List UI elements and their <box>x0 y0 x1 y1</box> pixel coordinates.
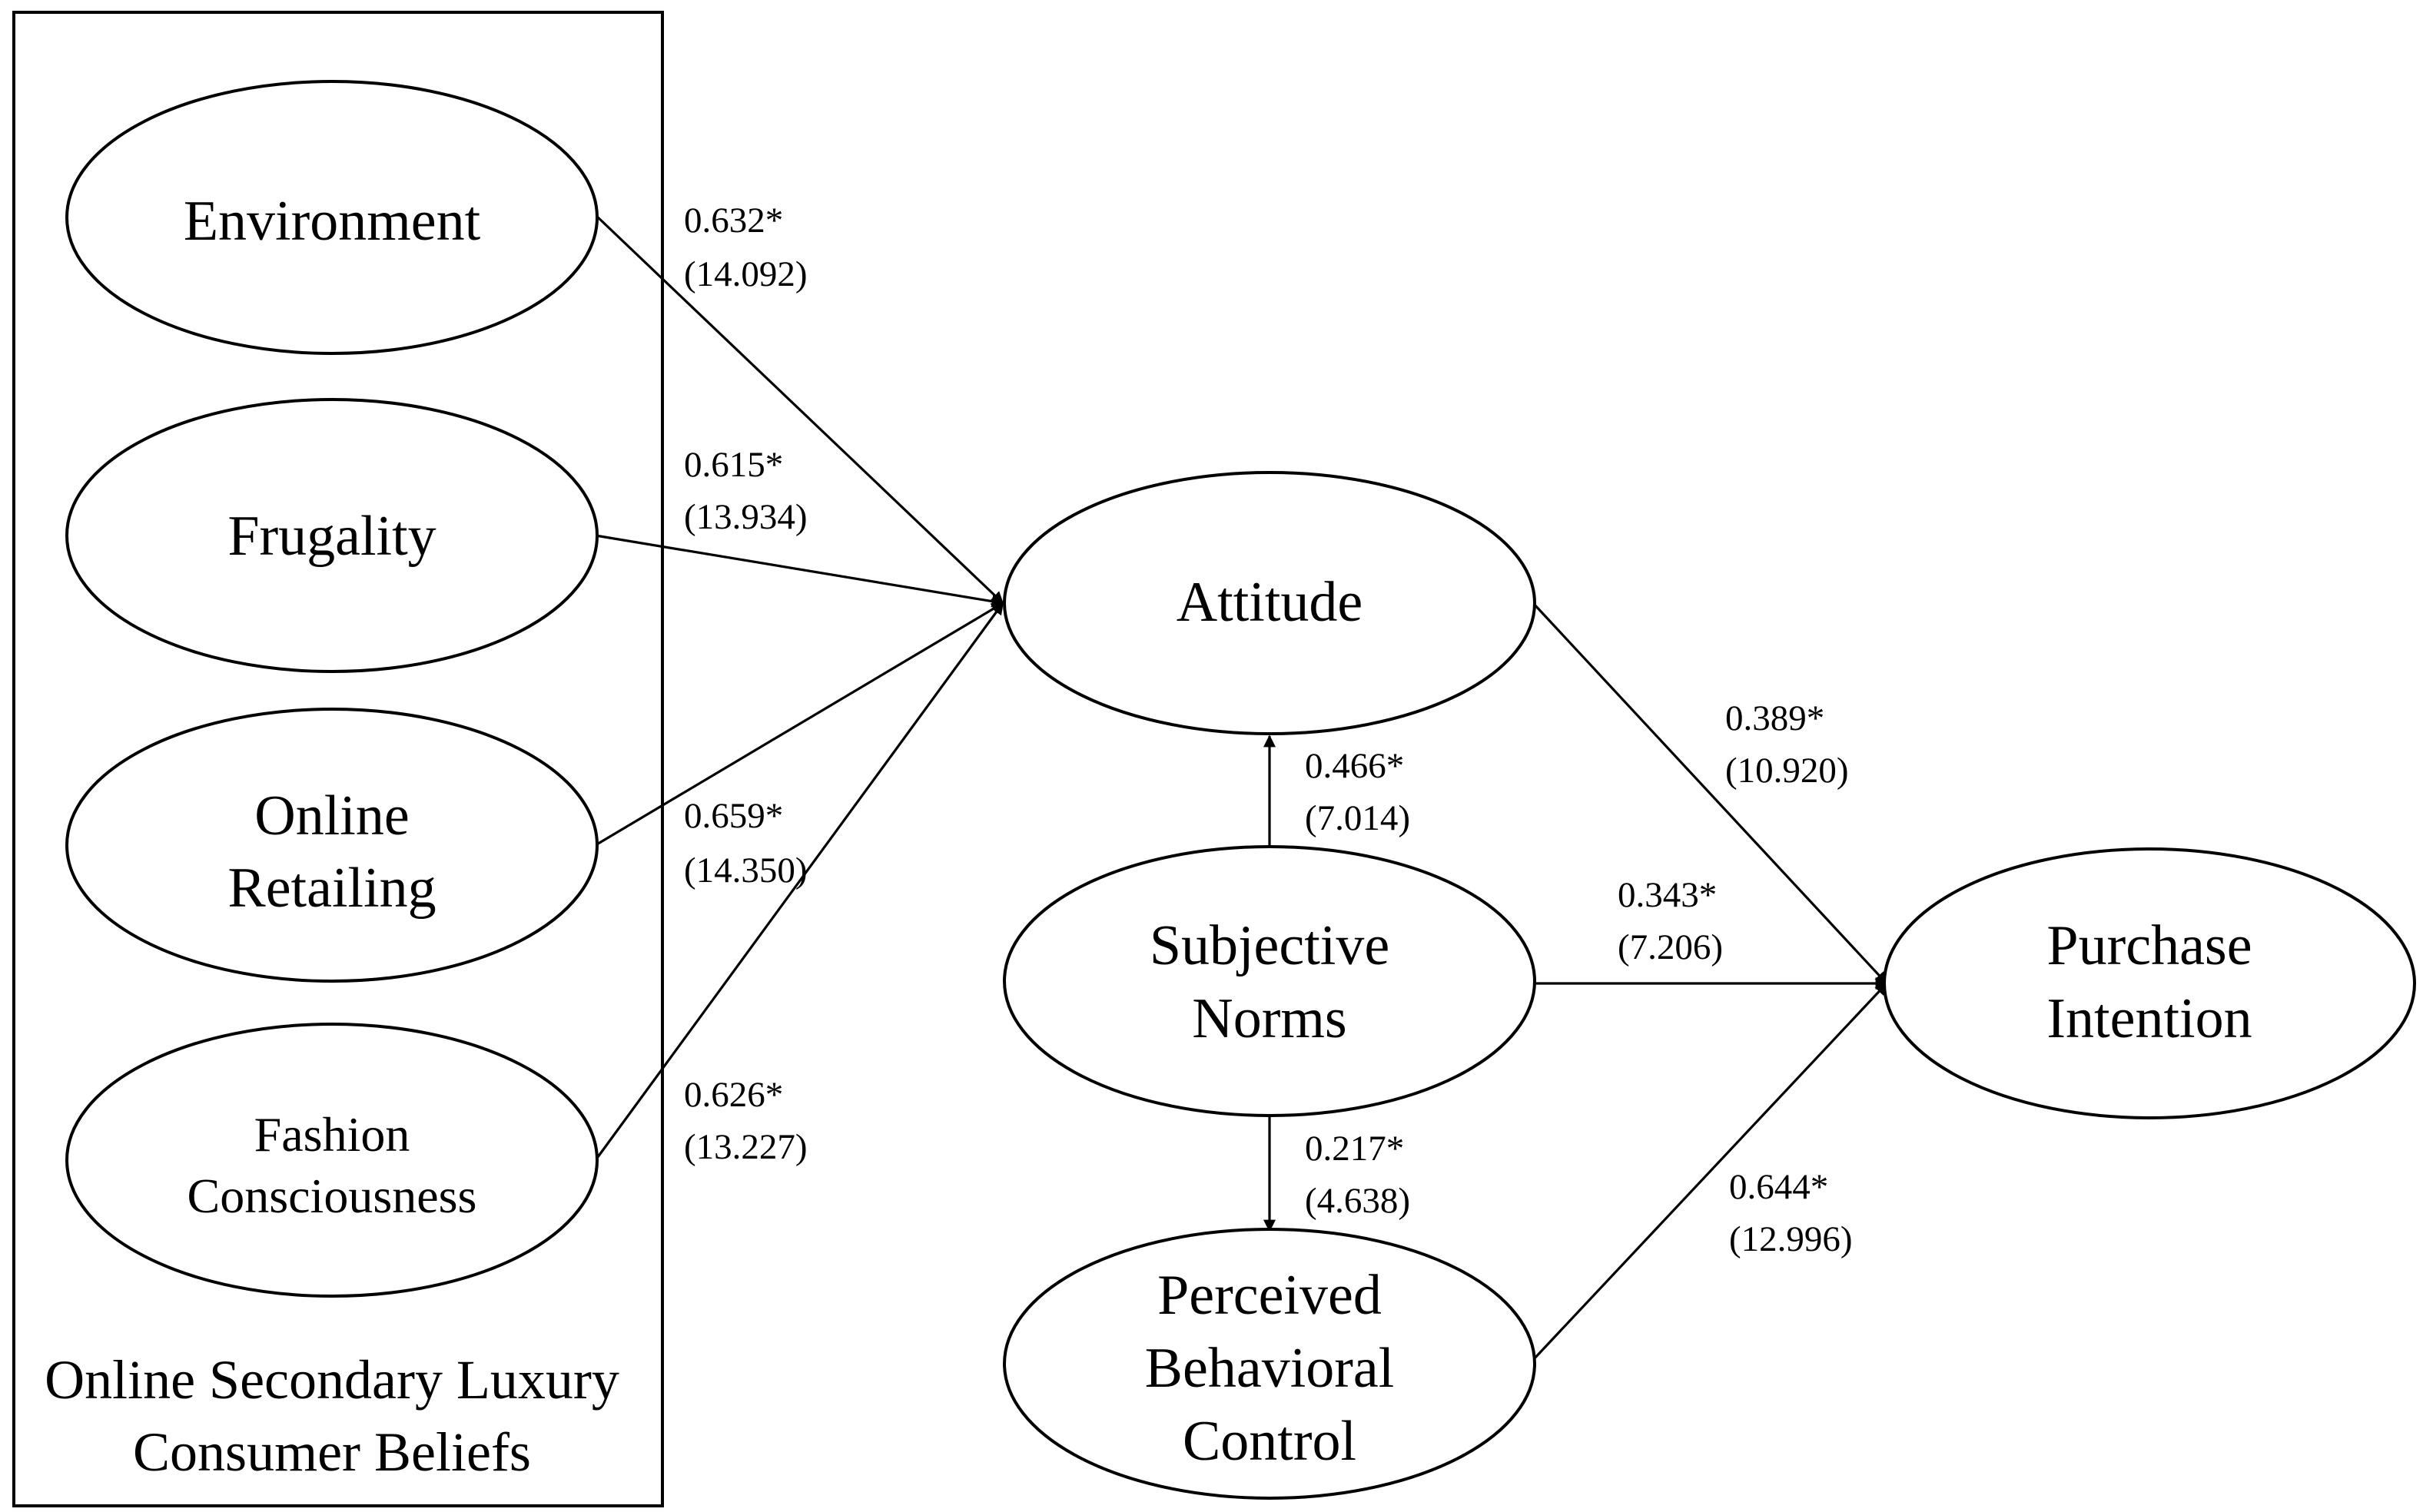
node-fashion-consciousness: Fashion Consciousness <box>65 1023 599 1298</box>
node-attitude-label: Attitude <box>1177 571 1363 634</box>
node-online-retailing: Online Retailing <box>65 708 599 983</box>
coef-environment-attitude: 0.632* <box>684 201 783 240</box>
node-perceived-behavioral-control: Perceived Behavioral Control <box>1003 1228 1536 1500</box>
node-perceived-behavioral-control-label-line-2: Behavioral <box>1145 1337 1395 1400</box>
coef-attitude-purchase-intention: 0.389* <box>1725 698 1824 738</box>
tvalue-environment-attitude: (14.092) <box>684 254 808 294</box>
tvalue-subjective-norms-pbc: (4.638) <box>1305 1181 1410 1221</box>
coef-subjective-norms-attitude: 0.466* <box>1305 746 1404 786</box>
tvalue-attitude-purchase-intention: (10.920) <box>1725 751 1849 791</box>
tvalue-fashion-consciousness-attitude: (13.227) <box>684 1127 808 1167</box>
node-environment-label: Environment <box>184 190 481 253</box>
tvalue-online-retailing-attitude: (14.350) <box>684 850 808 890</box>
node-attitude: Attitude <box>1003 471 1536 735</box>
tvalue-subjective-norms-purchase-intention: (7.206) <box>1618 927 1723 967</box>
coef-online-retailing-attitude: 0.659* <box>684 796 783 836</box>
node-fashion-consciousness-label-line-1: Fashion <box>254 1107 410 1162</box>
node-subjective-norms-label-line-1: Subjective <box>1150 914 1389 977</box>
tvalue-frugality-attitude: (13.934) <box>684 497 808 537</box>
edge-online-retailing-to-attitude <box>595 602 1004 847</box>
node-environment: Environment <box>65 80 599 355</box>
edge-environment-to-attitude <box>594 214 1004 605</box>
group-label-line-2: Consumer Beliefs <box>133 1421 531 1483</box>
edge-fashion-consciousness-to-attitude <box>594 602 1004 1161</box>
coef-fashion-consciousness-attitude: 0.626* <box>684 1075 783 1115</box>
node-frugality: Frugality <box>65 398 599 673</box>
node-subjective-norms: Subjective Norms <box>1003 845 1536 1117</box>
node-perceived-behavioral-control-label-line-1: Perceived <box>1157 1264 1382 1327</box>
tvalue-pbc-purchase-intention: (12.996) <box>1729 1219 1853 1259</box>
consumer-beliefs-group-box <box>12 11 664 1507</box>
edge-perceived-behavioral-control-to-purchase-intention <box>1532 982 1888 1361</box>
node-fashion-consciousness-label-line-2: Consciousness <box>188 1169 477 1223</box>
edge-attitude-to-purchase-intention <box>1532 602 1888 985</box>
coef-frugality-attitude: 0.615* <box>684 445 783 485</box>
node-purchase-intention: Purchase Intention <box>1883 847 2416 1119</box>
coef-pbc-purchase-intention: 0.644* <box>1729 1167 1828 1207</box>
tvalue-subjective-norms-attitude: (7.014) <box>1305 798 1410 838</box>
coef-subjective-norms-pbc: 0.217* <box>1305 1129 1404 1169</box>
group-label-line-1: Online Secondary Luxury <box>45 1349 619 1411</box>
node-subjective-norms-label-line-2: Norms <box>1192 987 1346 1050</box>
edge-frugality-to-attitude <box>595 534 1004 608</box>
node-online-retailing-label-line-2: Retailing <box>227 857 436 920</box>
node-perceived-behavioral-control-label-line-3: Control <box>1183 1410 1356 1473</box>
node-online-retailing-label-line-1: Online <box>254 784 409 847</box>
node-purchase-intention-label-line-2: Intention <box>2046 987 2252 1050</box>
coef-subjective-norms-purchase-intention: 0.343* <box>1618 875 1717 915</box>
node-purchase-intention-label-line-1: Purchase <box>2046 914 2252 977</box>
node-frugality-label: Frugality <box>227 505 436 568</box>
